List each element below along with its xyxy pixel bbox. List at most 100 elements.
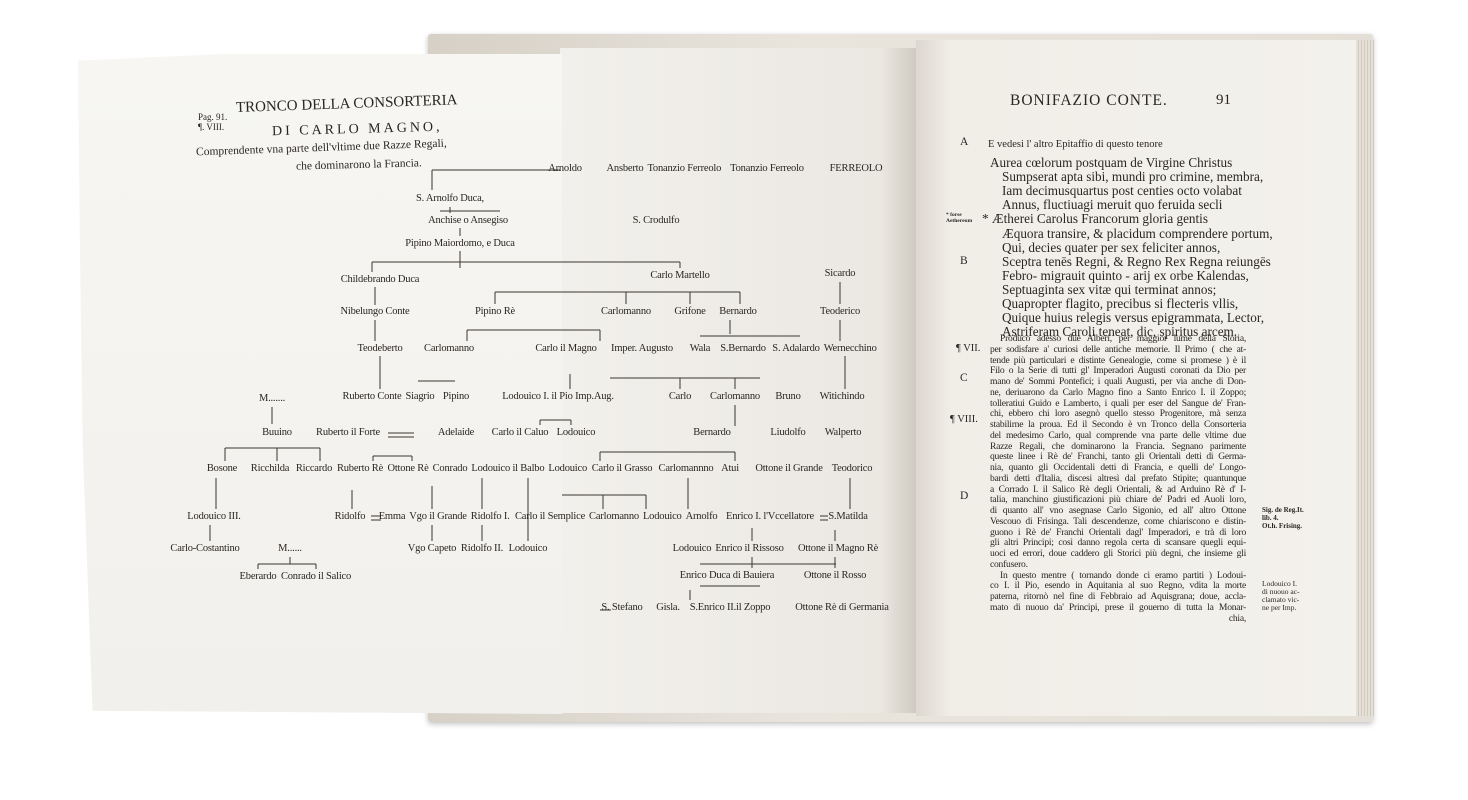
tree-node: Ottone Rè di Germania [795, 602, 889, 613]
margin-letter-d: D [960, 490, 969, 502]
poem-line: Qui, decies quater per sex feliciter ann… [1002, 239, 1221, 255]
epitaph-intro: E vedesi l' altro Epitaffio di questo te… [988, 139, 1163, 150]
text-line: bardi detti d'Italia, discesi altresì da… [990, 472, 1246, 484]
tree-node: Ansberto [606, 163, 644, 174]
foldout-left-half [78, 54, 562, 714]
tree-node: S.Enrico II.il Zoppo [689, 602, 771, 613]
text-line: Filo o la Serie di tutti gl' Imperadori … [990, 365, 1246, 377]
tree-node: Pipino [442, 391, 470, 402]
tree-node: Carlomannno [658, 463, 714, 474]
tree-node: Pipino Maiordomo, e Duca [405, 238, 515, 249]
tree-node: Pipino Rè [475, 306, 515, 317]
tree-node: Ridolfo I. [470, 511, 510, 522]
tree-node: Witichindo [819, 391, 865, 402]
poem-line: Septuaginta sex vitæ qui terminat annos; [1002, 281, 1217, 297]
tree-node: Childebrando Duca [340, 274, 420, 285]
text-line: co I. il Pio, esendo in Aquitania al suo… [990, 580, 1246, 592]
margin-letter-b: B [960, 255, 968, 267]
tree-node: Ottone Rè [387, 463, 429, 474]
tree-node: Siagrio [405, 391, 435, 402]
poem-line: Sumpserat apta sibi, mundi pro crimine, … [1002, 169, 1264, 185]
tree-node: Nibelungo Conte [340, 306, 410, 317]
margin-letter-c: C [960, 372, 968, 384]
tree-node: S. Stefano [601, 602, 643, 613]
text-line: talia, manchino giustificazioni più chia… [990, 494, 1246, 506]
margin-letter-a: A [960, 136, 969, 148]
tree-node: Lodouico [508, 543, 548, 554]
margin-note-lodouico: Lodouico I. di nuouo ac- clamato vic- ne… [1262, 579, 1300, 612]
tree-node: Riccardo [295, 463, 333, 474]
right-page [916, 40, 1356, 716]
tree-node: Carlomanno [601, 306, 651, 317]
tree-node: M....... [258, 393, 286, 404]
tree-node: Lodouico I. il Pio Imp.Aug. [502, 391, 614, 402]
tree-node: Vgo il Grande [409, 511, 467, 522]
page-reference: Pag. 91. ¶. VIII. [198, 112, 228, 132]
tree-node: Bosone [206, 463, 238, 474]
tree-node: S.Matilda [828, 511, 868, 522]
tree-node: Enrico I. l'Vccellatore [726, 511, 814, 522]
page-edges [1352, 40, 1374, 716]
text-line: confusero. [990, 558, 1028, 570]
tree-node: Atui [721, 463, 739, 474]
poem-line: Iam decimusquartus post centies octo vol… [1002, 183, 1242, 199]
tree-node: Ruberto il Forte [316, 427, 380, 438]
tree-node: Wernecchino [823, 343, 877, 354]
text-line: del medesimo Carlo, qual comprende vna p… [990, 429, 1246, 441]
poem-line: Sceptra tenēs Regni, & Regno Rex Regna r… [1002, 253, 1271, 269]
tree-node: Ridolfo II. [460, 543, 504, 554]
tree-node: Ridolfo [334, 511, 366, 522]
tree-node: Bernardo [693, 427, 731, 438]
tree-node: Ottone il Grande [755, 463, 823, 474]
tree-node: Liudolfo [770, 427, 806, 438]
tree-node: Lodouico [672, 543, 712, 554]
tree-node: Conrado [432, 463, 468, 474]
text-line: per sodisfare a' curiosi delle antiche m… [990, 343, 1246, 355]
tree-node: Carlo il Grasso [591, 463, 653, 474]
tree-node: S. Adalardo [772, 343, 820, 354]
foldout-right-half [560, 48, 916, 713]
tree-node: Ottone il Magno Rè [797, 543, 879, 554]
tree-node: Tonanzio Ferreolo [647, 163, 722, 174]
tree-node: Lodouico III. [187, 511, 241, 522]
margin-note-sigonio: Sig. de Reg.It. lib. 4. Ot.h. Frising. [1262, 506, 1304, 530]
tree-node: S. Arnolfo Duca, [416, 193, 484, 204]
tree-node: M...... [278, 543, 302, 554]
tree-node: Sicardo [824, 268, 856, 279]
tree-node: Anchise o Ansegiso [428, 215, 508, 226]
text-line: chia, [1228, 612, 1246, 624]
tree-node: Carlo Martello [650, 270, 710, 281]
poem-line: Annus, fluctiuagi meruit quo feruida sec… [1002, 197, 1223, 213]
tree-node: Ruberto Rè [336, 463, 384, 474]
text-line: Razze Regali, che dominarono la Francia.… [990, 440, 1246, 452]
tree-node: Vgo Capeto [407, 543, 457, 554]
tree-node: S. Crodulfo [632, 215, 680, 226]
poem-line: Quapropter flagito, precibus si flecteri… [1002, 296, 1239, 311]
tree-node: Tonanzio Ferreolo [730, 163, 804, 174]
tree-node: Ricchilda [250, 463, 290, 474]
tree-node: Carlo il Caluo [491, 427, 549, 438]
tree-node: Wala [689, 343, 711, 354]
tree-node: Lodouico [642, 511, 682, 522]
text-line: mato di nuouo da' Principi, prese il gou… [990, 601, 1246, 613]
tree-node: Carlomanno [710, 391, 760, 402]
tree-node: Conrado il Salico [280, 571, 352, 582]
text-line: guono i Rè de' Franchi Orientali dagl' I… [990, 526, 1246, 538]
text-line: gli altri Principi; così danno regola ce… [990, 537, 1246, 549]
tree-node: Lodouico [556, 427, 596, 438]
poem-line: * Ætherei Carolus Francorum gloria genti… [982, 211, 1208, 227]
text-line: di quanto all' vno asegnase Carlo Sigoni… [990, 505, 1246, 516]
text-line: uoci ed errori, doue caddero gli Storici… [990, 548, 1246, 559]
margin-note-aethereum: * forse Aethereum [946, 212, 973, 224]
text-line: ne, deriuarono da Carlo Magno fino a San… [990, 386, 1246, 398]
tree-node: S.Bernardo [720, 343, 766, 354]
text-line: tende più particulari e distinte Genealo… [990, 354, 1246, 366]
tree-node: Emma [378, 511, 406, 522]
tree-node: FERREOLO [829, 163, 883, 174]
tree-node: Carlomanno [424, 343, 474, 354]
tree-node: Arnolfo [685, 511, 718, 522]
text-line: a Corrado I. il Salico Rè degli Oriental… [990, 483, 1246, 495]
section-mark-vii: ¶ VII. [956, 343, 981, 354]
tree-node: Carlomanno [589, 511, 639, 522]
tree-node: Eberardo [239, 571, 277, 582]
